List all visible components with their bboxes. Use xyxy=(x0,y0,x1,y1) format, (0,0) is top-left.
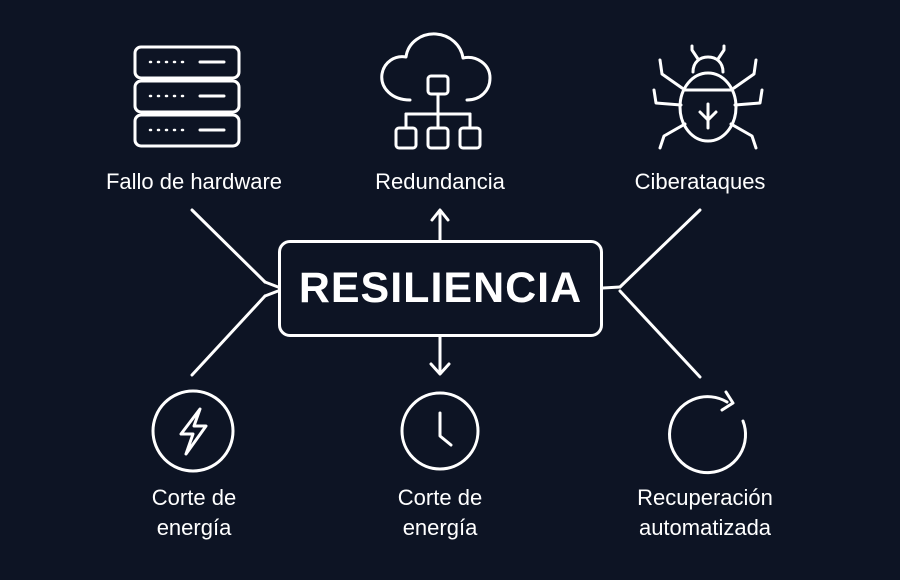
connector-hardware-stub xyxy=(263,280,280,289)
connector-hardware xyxy=(190,208,267,284)
label-redundancy: Redundancia xyxy=(375,169,505,194)
label-recovery: Recuperación automatizada xyxy=(637,485,773,540)
bug-icon xyxy=(652,44,764,150)
connector-cyber xyxy=(618,208,702,289)
cloud-network-icon xyxy=(380,32,492,150)
server-rack-icon xyxy=(133,45,241,148)
lightning-bolt-icon xyxy=(151,389,235,473)
label-power-clock: Corte de energía xyxy=(397,485,483,540)
label-hardware: Fallo de hardware xyxy=(105,169,283,194)
center-title: RESILIENCIA xyxy=(298,264,583,312)
label-power: Corte de energía xyxy=(151,485,237,540)
arrow-up-head xyxy=(430,208,450,222)
connector-recovery xyxy=(618,289,702,379)
center-box: RESILIENCIA xyxy=(278,240,603,337)
clock-icon xyxy=(400,391,480,471)
label-cyber: Ciberataques xyxy=(634,169,766,194)
arrow-down-head xyxy=(429,362,451,376)
refresh-icon xyxy=(668,390,748,475)
connector-cyber-stub xyxy=(601,285,622,290)
connector-power xyxy=(190,294,267,377)
connectors xyxy=(190,208,702,379)
connector-power-stub xyxy=(263,289,280,298)
